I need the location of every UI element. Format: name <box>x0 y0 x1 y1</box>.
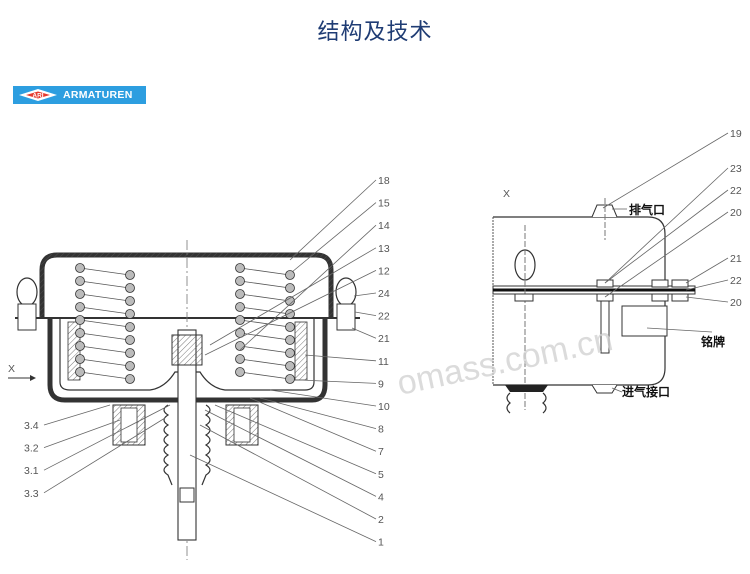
ari-diamond-icon: ARI <box>19 89 57 101</box>
part-label: 18 <box>378 175 390 187</box>
side-view: X 排气口 铭牌 进气接口 19 23 22 20 21 22 20 <box>492 128 742 414</box>
spring-coil <box>285 335 295 345</box>
spring-coil <box>75 328 85 338</box>
spring-coil <box>235 263 245 273</box>
part-label: 2 <box>378 514 384 526</box>
spring-coil <box>125 296 135 306</box>
spring-coil <box>125 309 135 319</box>
part-label: 1 <box>378 537 384 549</box>
spring-coil <box>75 302 85 312</box>
logo-mark-text: ARI <box>32 93 43 100</box>
spring-coil <box>235 315 245 325</box>
spring-coil <box>75 263 85 273</box>
part-label: 21 <box>730 253 742 265</box>
spring-coil <box>75 367 85 377</box>
part-label: 3.3 <box>24 488 39 500</box>
spring-coil <box>75 289 85 299</box>
spring-coil <box>75 354 85 364</box>
spring-coil <box>125 270 135 280</box>
part-label: 22 <box>730 185 742 197</box>
part-label: 12 <box>378 265 390 277</box>
spring-coil <box>125 361 135 371</box>
inlet-label: 进气接口 <box>622 384 670 399</box>
spring-coil <box>75 315 85 325</box>
part-label: 22 <box>378 311 390 323</box>
part-label: 20 <box>730 297 742 309</box>
spring-coil <box>125 348 135 358</box>
nameplate <box>621 305 668 337</box>
part-label: 4 <box>378 491 384 503</box>
ari-armaturen-logo: ARI ARMATUREN <box>13 86 146 104</box>
spring-coils <box>75 263 295 384</box>
section-axis-label: X <box>8 363 15 375</box>
part-label: 20 <box>730 207 742 219</box>
part-label: 13 <box>378 243 390 255</box>
vent-label: 排气口 <box>629 202 665 217</box>
spring-coil <box>285 361 295 371</box>
part-label: 3.2 <box>24 443 39 455</box>
spring-coil <box>285 348 295 358</box>
spring-coil <box>285 309 295 319</box>
part-label: 11 <box>378 356 389 368</box>
part-label: 10 <box>378 401 390 413</box>
part-label: 15 <box>378 198 390 210</box>
logo-text: ARMATUREN <box>63 89 133 101</box>
spring-coil <box>235 341 245 351</box>
spring-coil <box>235 276 245 286</box>
spring-coil <box>75 341 85 351</box>
part-label: 23 <box>730 163 742 175</box>
spring-coil <box>285 322 295 332</box>
part-label: 7 <box>378 446 384 458</box>
spring-coil <box>125 322 135 332</box>
spring-coil <box>125 335 135 345</box>
part-label: 19 <box>730 128 742 140</box>
spring-coil <box>285 270 295 280</box>
part-label: 9 <box>378 378 384 390</box>
part-label: 8 <box>378 424 384 436</box>
watermark: omass.com.cn <box>394 320 616 403</box>
part-label: 24 <box>378 288 390 300</box>
spring-coil <box>235 289 245 299</box>
spring-coil <box>285 374 295 384</box>
spring-coil <box>235 367 245 377</box>
part-label: 5 <box>378 469 384 481</box>
spring-coil <box>125 283 135 293</box>
nameplate-label: 铭牌 <box>701 334 725 349</box>
part-label: 21 <box>378 333 390 345</box>
spring-coil <box>75 276 85 286</box>
part-label: 3.4 <box>24 420 39 432</box>
page-title: 结构及技术 <box>317 20 433 45</box>
spring-coil <box>235 354 245 364</box>
part-label: 22 <box>730 275 742 287</box>
spring-coil <box>125 374 135 384</box>
spring-coil <box>285 283 295 293</box>
part-label: 3.1 <box>24 465 39 477</box>
part-label: 14 <box>378 220 390 232</box>
side-axis-label: X <box>503 188 510 200</box>
spring-coil <box>235 302 245 312</box>
